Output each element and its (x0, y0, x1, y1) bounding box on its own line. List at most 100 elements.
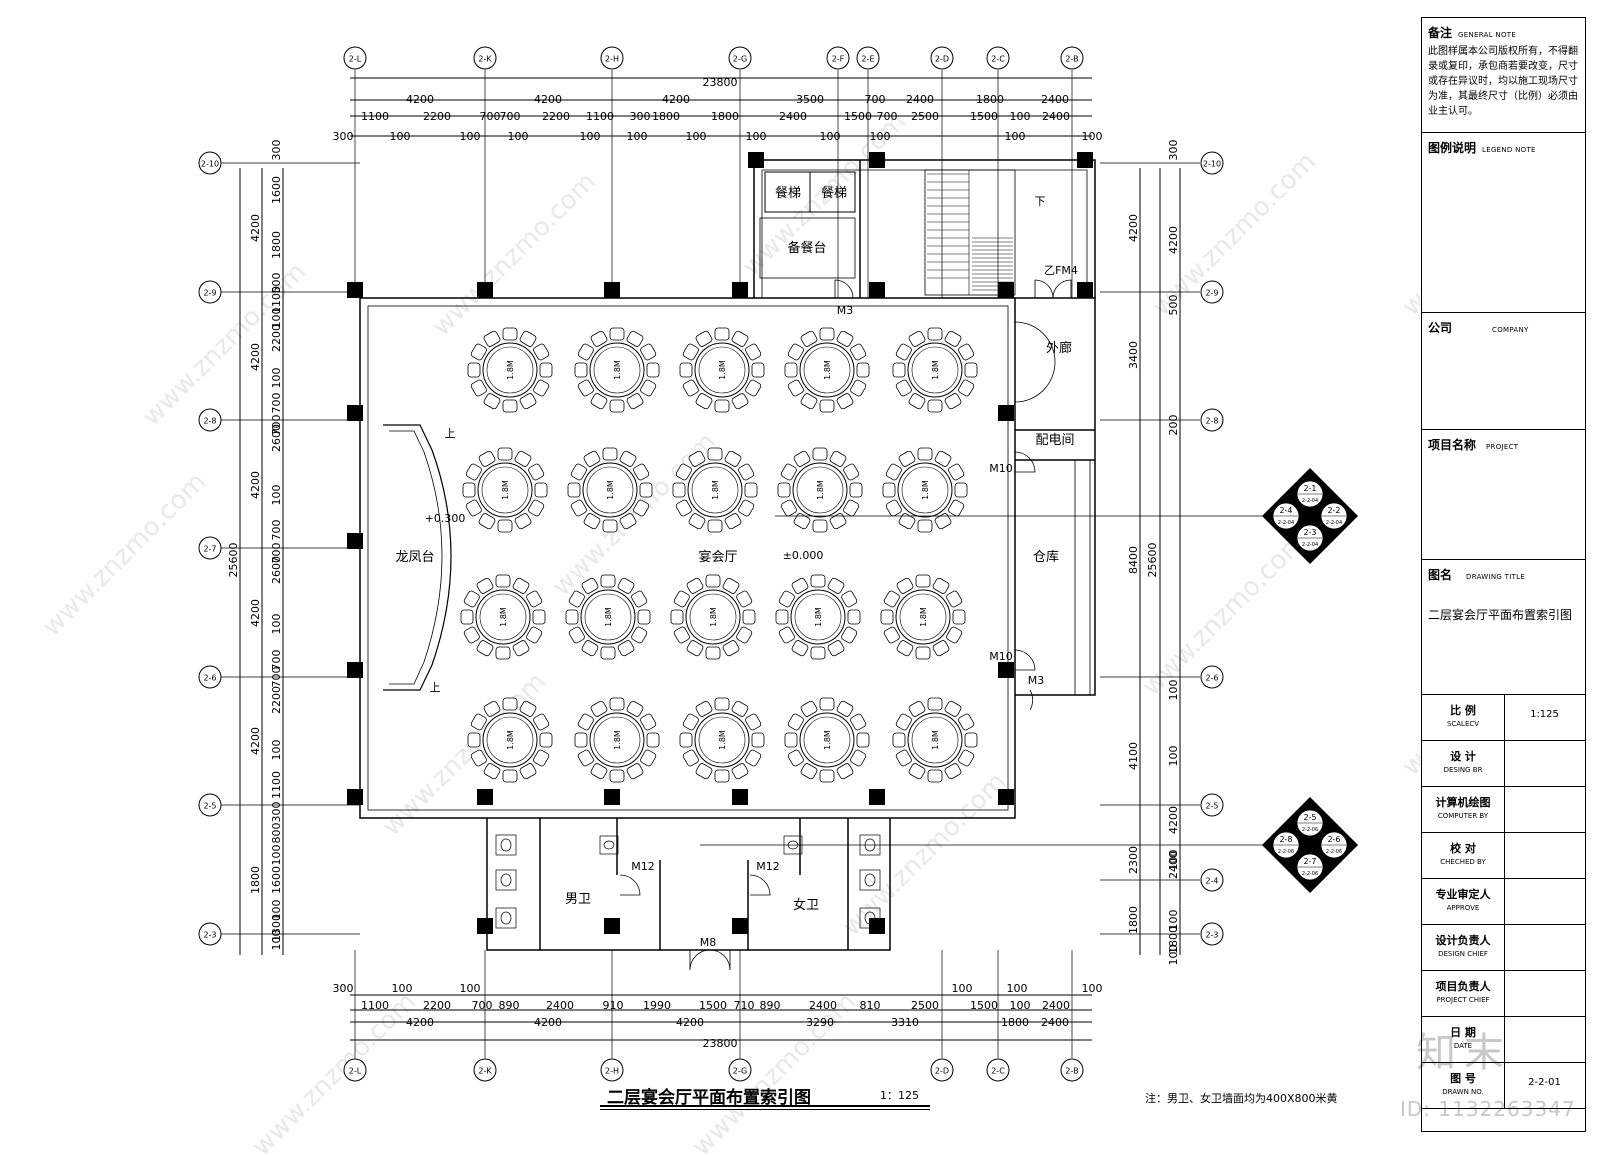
row-label-cn: 日 期 (1450, 1026, 1476, 1039)
chair (745, 343, 762, 361)
chair (915, 646, 931, 660)
chair (626, 330, 644, 347)
row-label-en: COMPUTER BY (1437, 812, 1489, 820)
chair (958, 749, 975, 767)
chair (646, 362, 660, 378)
chair (850, 379, 867, 397)
chair (483, 700, 501, 717)
chair (600, 646, 616, 660)
axis-bubble-right-2: 2-8 (1200, 408, 1224, 432)
axis-bubble-right-4: 2-5 (1200, 793, 1224, 817)
drawing-title-value: 二层宴会厅平面布置索引图 (1428, 608, 1573, 622)
dim-right-c1-4: 2300 (1127, 846, 1140, 874)
hall-level-label: ±0.000 (783, 549, 824, 562)
index-bottom: 2-3 (1303, 528, 1316, 537)
general-note-en: GENERAL NOTE (1458, 31, 1517, 39)
axis-bubble-top-7-label: 2-C (991, 55, 1005, 64)
chair (849, 482, 863, 498)
structural-column (477, 918, 493, 934)
chair (954, 482, 968, 498)
chair (850, 713, 867, 731)
chair (539, 362, 553, 378)
banquet-table: 1.8M (567, 447, 653, 533)
structural-column (998, 662, 1014, 678)
chair (679, 732, 693, 748)
index-ref: 2-2-04 (1278, 520, 1294, 526)
chair (565, 609, 579, 625)
drawing-title: 二层宴会厅平面布置索引图 (607, 1088, 811, 1108)
table-size-label: 1.8M (816, 480, 825, 500)
banquet-table: 1.8M (565, 574, 651, 660)
chair (856, 732, 870, 748)
structural-column (477, 789, 493, 805)
dim-top-r2-14: 100 (1010, 110, 1031, 123)
axis-bubble-bottom-1-label: 2-K (478, 1067, 492, 1076)
dim-right-c1-3: 4100 (1127, 742, 1140, 770)
chair (581, 577, 599, 594)
index-right: 2-6 (1327, 835, 1340, 844)
dim-bottom-total: 23800 (703, 1037, 738, 1050)
dim-top-r2-0: 1100 (361, 110, 389, 123)
axis-bubble-right-6-label: 2-3 (1205, 931, 1218, 940)
chair (841, 590, 858, 608)
dim-top-r2-9: 2400 (779, 110, 807, 123)
dim-top-r1-1: 4200 (534, 93, 562, 106)
chair (777, 482, 791, 498)
chair (847, 609, 861, 625)
chair (946, 590, 963, 608)
dim-top-r2-11: 700 (877, 110, 898, 123)
chair (675, 499, 692, 517)
chair (688, 450, 706, 467)
table-size-label: 1.8M (823, 360, 832, 380)
dim-left-c2-25: 100 (270, 900, 283, 921)
chair (780, 463, 797, 481)
dim-bottom-r1-6: 2400 (1041, 1016, 1069, 1029)
chair (646, 732, 660, 748)
dim-left-c2-4: 1100 (270, 286, 283, 314)
chair (568, 590, 585, 608)
chair (896, 640, 914, 657)
index-ref: 2-2-04 (1302, 498, 1318, 504)
dim-bottom-r3-4: 100 (1007, 982, 1028, 995)
dim-right-c1-2: 8400 (1127, 546, 1140, 574)
structural-column (347, 789, 363, 805)
chair (964, 362, 978, 378)
axis-bubble-top-4-label: 2-F (832, 55, 845, 64)
chair (915, 574, 931, 588)
chair (731, 763, 749, 780)
axis-bubble-bottom-4-label: 2-D (935, 1067, 949, 1076)
dim-right-c2-5: 100 (1167, 746, 1180, 767)
chair (640, 379, 657, 397)
project-en: PROJECT (1486, 443, 1519, 451)
axis-bubble-right-1: 2-9 (1200, 280, 1224, 304)
chair (827, 640, 845, 657)
chair (892, 732, 906, 748)
index-ref: 2-2-06 (1278, 849, 1294, 855)
chair (483, 763, 501, 780)
chair (787, 713, 804, 731)
axis-bubble-top-6-label: 2-D (935, 55, 949, 64)
axis-bubble-bottom-2: 2-H (600, 1058, 624, 1082)
chair (883, 626, 900, 644)
chair (800, 393, 818, 410)
index-left: 2-8 (1279, 835, 1292, 844)
dim-top-r2-7: 1800 (652, 110, 680, 123)
structural-column (477, 282, 493, 298)
dim-top-total: 23800 (703, 76, 738, 89)
food-lift-label-2: 餐梯 (821, 185, 847, 201)
table-size-label: 1.8M (919, 607, 928, 627)
dim-left-c2-9: 700 (270, 415, 283, 436)
dim-bottom-r2-3: 890 (499, 999, 520, 1012)
chair (512, 577, 530, 594)
company-en: COMPANY (1492, 326, 1529, 334)
watermark-text: www.znzmo.com (1397, 607, 1420, 782)
door-tag-m10-a: M10 (989, 462, 1013, 475)
axis-bubble-top-2-label: 2-H (605, 55, 619, 64)
dim-left-c2-5: 100 (270, 308, 283, 329)
chair (836, 330, 854, 347)
chair (714, 327, 730, 341)
chair (812, 519, 828, 533)
chair (819, 399, 835, 413)
